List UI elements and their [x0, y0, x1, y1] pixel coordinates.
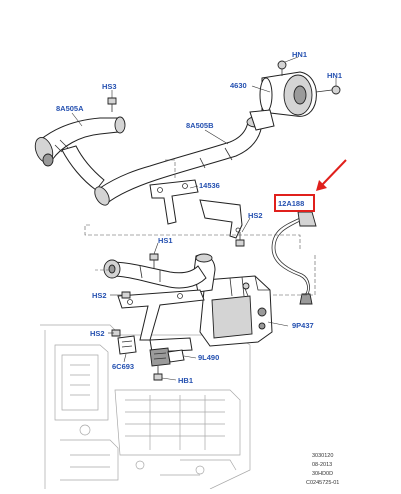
- connector-9l490: [149, 347, 185, 367]
- hose-8a505a: [34, 116, 126, 191]
- highlight-box: [274, 194, 315, 212]
- bolt-hs3: [107, 97, 117, 112]
- bolt-hb1: [153, 366, 163, 381]
- highlight-arrow: [321, 159, 347, 186]
- guide-lines: [84, 159, 316, 296]
- leader-lines: [71, 56, 337, 381]
- label-4630[interactable]: 4630: [230, 81, 247, 90]
- clip-6c693: [111, 329, 137, 355]
- label-9p437[interactable]: 9P437: [292, 321, 314, 330]
- label-9l490[interactable]: 9L490: [198, 353, 219, 362]
- label-14536[interactable]: 14536: [199, 181, 220, 190]
- engine-block-outline: [40, 324, 251, 490]
- label-12a188[interactable]: 12A188: [278, 199, 304, 208]
- highlight-arrowhead: [316, 180, 327, 191]
- footer-line-2: 08-2013: [312, 462, 332, 468]
- label-hn1-top[interactable]: HN1: [292, 50, 307, 59]
- label-hs3[interactable]: HS3: [102, 82, 117, 91]
- label-hs1[interactable]: HS1: [158, 236, 173, 245]
- lower-hose: [103, 259, 207, 289]
- component-4630: [249, 60, 341, 131]
- label-6c693[interactable]: 6C693: [112, 362, 134, 371]
- footer-line-4: C0245725-01: [306, 480, 339, 486]
- bracket-14536: [149, 179, 243, 239]
- label-8a505b[interactable]: 8A505B: [186, 121, 214, 130]
- footer-reference: 3030120 08-2013 30HD0D C0245725-01: [306, 453, 339, 486]
- label-hn1-right[interactable]: HN1: [327, 71, 342, 80]
- bolt-hs1: [149, 253, 159, 268]
- module-9p437: [193, 253, 273, 347]
- bolt-hs2-right: [235, 232, 245, 247]
- label-hs2-left[interactable]: HS2: [92, 291, 107, 300]
- label-hs2-lower[interactable]: HS2: [90, 329, 105, 338]
- footer-line-3: 30HD0D: [312, 471, 333, 477]
- label-8a505a[interactable]: 8A505A: [56, 104, 84, 113]
- sensor-12a188: [271, 211, 317, 305]
- footer-line-1: 3030120: [312, 453, 333, 459]
- label-hb1[interactable]: HB1: [178, 376, 193, 385]
- highlight-callout: [274, 159, 347, 212]
- label-hs2-right[interactable]: HS2: [248, 211, 263, 220]
- part-labels: HN1 HN1 HS3 4630 8A505A 8A505B 14536 12A…: [56, 50, 342, 385]
